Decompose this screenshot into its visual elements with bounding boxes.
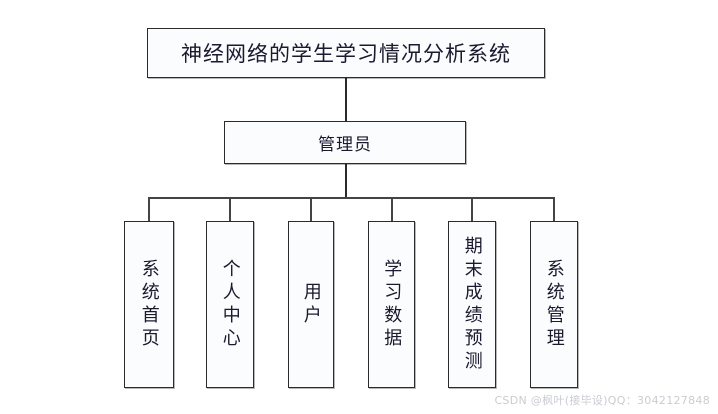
node-module-system-management-label: 系统管理 (544, 258, 565, 351)
connector-drop-leaf-2 (310, 197, 312, 221)
connector-drop-leaf-3 (391, 197, 393, 221)
watermark-text: CSDN @枫叶(接毕设)QQ：3042127848 (494, 394, 710, 407)
connector-drop-leaf-0 (148, 197, 150, 221)
node-module-system-management: 系统管理 (530, 221, 578, 388)
connector-drop-leaf-4 (471, 197, 473, 221)
connector-admin-to-bus (345, 164, 347, 198)
node-module-system-home-label: 系统首页 (139, 258, 160, 351)
node-administrator-label: 管理员 (318, 135, 372, 154)
node-module-final-grade-prediction: 期末成绩预测 (448, 221, 496, 388)
connector-horizontal-bus (148, 197, 554, 199)
connector-root-to-admin (345, 78, 347, 121)
connector-drop-leaf-5 (553, 197, 555, 221)
node-module-user: 用户 (288, 221, 334, 388)
node-module-learning-data: 学习数据 (368, 221, 415, 388)
node-module-user-label: 用户 (301, 281, 322, 328)
node-module-learning-data-label: 学习数据 (382, 258, 403, 351)
node-system-title-label: 神经网络的学生学习情况分析系统 (181, 42, 511, 66)
node-module-final-grade-prediction-label: 期末成绩预测 (462, 235, 483, 374)
node-administrator: 管理员 (224, 121, 466, 164)
node-module-personal-center-label: 个人中心 (220, 258, 241, 351)
node-module-personal-center: 个人中心 (206, 221, 254, 388)
node-module-system-home: 系统首页 (124, 221, 174, 388)
connector-drop-leaf-1 (229, 197, 231, 221)
node-system-title: 神经网络的学生学习情况分析系统 (147, 28, 545, 78)
